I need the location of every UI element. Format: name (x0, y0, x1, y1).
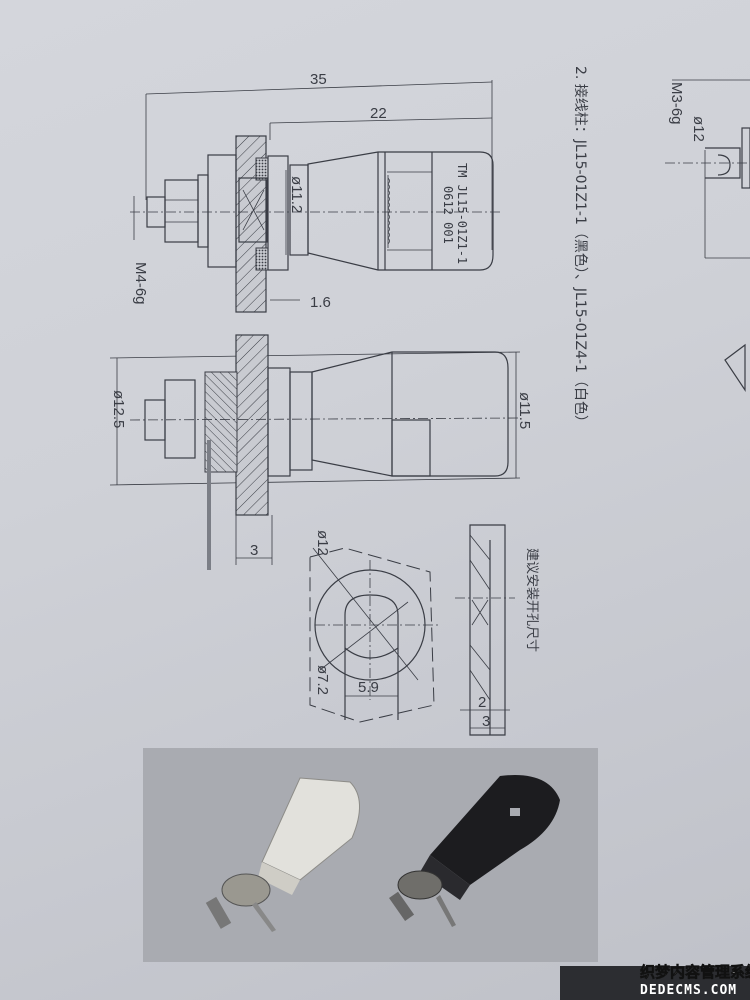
dim-hole-inner: ø7.2 (314, 665, 331, 695)
partial-view-drawing (665, 79, 750, 392)
side-view-drawing (109, 334, 521, 570)
dim-cap-diameter: ø11.5 (516, 392, 533, 429)
part-marking-line1: TM JL15-01Z1-1 (455, 163, 469, 264)
black-terminal-image (389, 775, 560, 927)
dim-body-length: 22 (370, 105, 387, 122)
product-photo (143, 748, 598, 962)
dim-hole-flat: 5.9 (358, 679, 379, 696)
mounting-hole-drawing (309, 524, 515, 736)
dim-overall-length: 35 (310, 71, 327, 88)
part-marking-line2: 0612 001 (441, 186, 455, 244)
thread-spec: M4-6g (132, 262, 149, 305)
partial-diameter: ø12 (690, 116, 707, 142)
section-heading: 2. 接线柱：JL15-01Z1-1（黑色）、JL15-01Z4-1（白色） (572, 66, 589, 429)
white-terminal-image (205, 777, 360, 932)
front-view-drawing (130, 80, 500, 313)
watermark-line1: 织梦内容管理系统 (640, 963, 750, 981)
dark-band (560, 966, 750, 1000)
dim-side-panel: 3 (250, 542, 258, 559)
dim-thickness-outer: 3 (482, 713, 490, 730)
watermark-line2: DEDECMS.COM (640, 983, 737, 998)
dim-hole-outer: ø12 (314, 530, 331, 556)
dim-flange-diameter: ø12.5 (110, 390, 127, 428)
dim-thickness-inner: 2 (478, 694, 486, 711)
mounting-hole-title: 建议安装开孔尺寸 (524, 548, 539, 652)
partial-thread-spec: M3-6g (668, 82, 685, 125)
dim-body-diameter: ø11.2 (288, 176, 305, 213)
dim-panel-thickness: 1.6 (310, 294, 331, 311)
